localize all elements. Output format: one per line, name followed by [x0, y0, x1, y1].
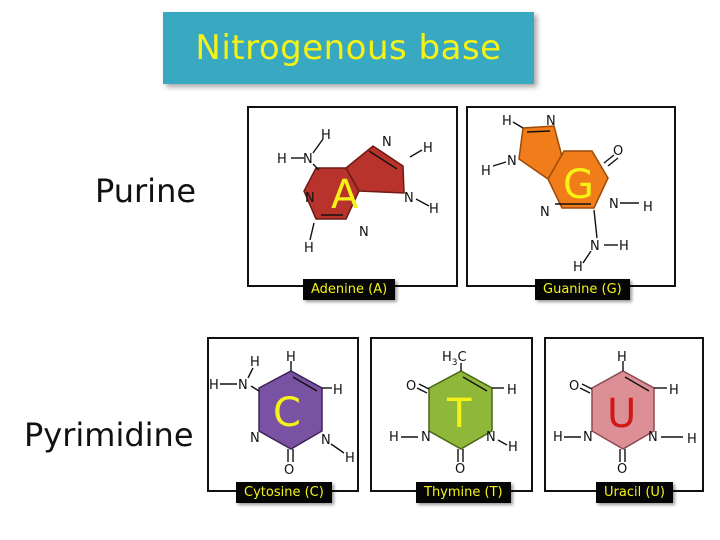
guanine-atom-h: H	[643, 200, 653, 215]
thymine-atom-h: H	[508, 440, 518, 455]
guanine-atom-n: N	[540, 205, 550, 220]
guanine-atom-h: H	[573, 260, 583, 275]
cytosine-letter: C	[273, 390, 301, 436]
cytosine-atom-n: N	[238, 378, 248, 393]
adenine-five-ring	[345, 145, 405, 194]
adenine-atom-n: N	[404, 191, 414, 206]
uracil-panel: U H O H H N N H O	[544, 337, 704, 492]
guanine-atom-n: N	[507, 154, 517, 169]
uracil-atom-n: N	[648, 430, 658, 445]
cytosine-atom-h: H	[286, 350, 296, 365]
title-banner: Nitrogenous base	[163, 12, 534, 84]
guanine-atom-n: N	[609, 197, 619, 212]
thymine-structure: T H3C O H H N N H O	[389, 350, 518, 477]
adenine-atom-h: H	[423, 141, 433, 156]
guanine-atom-n: N	[590, 239, 600, 254]
adenine-atom-n: N	[382, 135, 392, 150]
uracil-caption: Uracil (U)	[596, 482, 673, 503]
guanine-atom-h: H	[481, 164, 491, 179]
uracil-structure: U H O H H N N H O	[553, 350, 697, 477]
adenine-atom-h: H	[304, 241, 314, 256]
thymine-atom-o: O	[406, 379, 416, 394]
thymine-atom-n: N	[421, 430, 431, 445]
cytosine-panel: C H H H N H N N H O	[207, 337, 359, 492]
guanine-atom-n: N	[546, 114, 556, 129]
thymine-caption: Thymine (T)	[416, 482, 511, 503]
page-title: Nitrogenous base	[195, 28, 502, 68]
guanine-atom-h: H	[619, 239, 629, 254]
cytosine-atom-n: N	[321, 433, 331, 448]
uracil-letter: U	[607, 391, 636, 437]
adenine-atom-h: H	[429, 202, 439, 217]
adenine-atom-n: N	[359, 225, 369, 240]
guanine-atom-o: O	[613, 144, 623, 159]
cytosine-atom-h: H	[209, 378, 219, 393]
adenine-structure: A H H N N H N N H N H	[277, 128, 439, 256]
cytosine-atom-h: H	[345, 451, 355, 466]
thymine-methyl-label: H3C	[442, 350, 467, 368]
cytosine-caption: Cytosine (C)	[236, 482, 332, 503]
uracil-atom-h: H	[617, 350, 627, 365]
guanine-six-ring	[547, 150, 609, 209]
guanine-atom-h: H	[502, 114, 512, 129]
uracil-atom-o: O	[569, 379, 579, 394]
uracil-atom-h: H	[669, 383, 679, 398]
adenine-panel: A H H N N H N N H N H	[247, 106, 458, 287]
thymine-atom-o: O	[455, 462, 465, 477]
guanine-structure: G H N N H O N N H N H H	[481, 114, 653, 275]
adenine-atom-n: N	[303, 152, 313, 167]
guanine-panel: G H N N H O N N H N H H	[466, 106, 676, 287]
thymine-panel: T H3C O H H N N H O	[370, 337, 533, 492]
cytosine-atom-h: H	[250, 355, 260, 370]
adenine-atom-h: H	[277, 152, 287, 167]
row-label-pyrimidine: Pyrimidine	[24, 416, 194, 454]
thymine-atom-h: H	[389, 430, 399, 445]
thymine-atom-n: N	[486, 430, 496, 445]
adenine-atom-n: N	[305, 191, 315, 206]
guanine-letter: G	[563, 162, 594, 208]
adenine-caption: Adenine (A)	[303, 279, 396, 300]
thymine-letter: T	[446, 391, 472, 437]
guanine-caption: Guanine (G)	[535, 279, 630, 300]
row-label-purine: Purine	[95, 172, 197, 210]
cytosine-atom-n: N	[250, 431, 260, 446]
cytosine-atom-o: O	[284, 463, 294, 478]
uracil-atom-h: H	[687, 432, 697, 447]
adenine-letter: A	[331, 172, 359, 218]
thymine-atom-h: H	[507, 383, 517, 398]
uracil-atom-o: O	[617, 462, 627, 477]
uracil-atom-n: N	[583, 430, 593, 445]
adenine-atom-h: H	[321, 128, 331, 143]
cytosine-atom-h: H	[333, 383, 343, 398]
cytosine-structure: C H H H N H N N H O	[209, 350, 355, 478]
uracil-atom-h: H	[553, 430, 563, 445]
